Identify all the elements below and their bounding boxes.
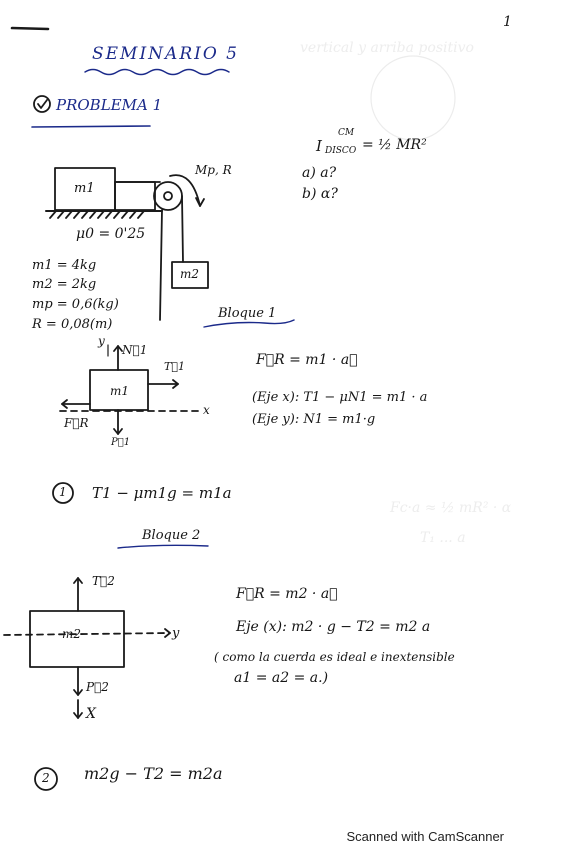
fbd1-n1-label: N⃗1 bbox=[122, 343, 148, 357]
page-number: 1 bbox=[503, 14, 512, 30]
bleed-through-text: Fc·a ≈ ½ mR² · α bbox=[390, 500, 512, 516]
bloque2-axis-x-equation: Eje (x): m2 · g − T2 = m2 a bbox=[236, 619, 431, 635]
fbd2-block-label: m2 bbox=[62, 627, 82, 641]
inertia-subscript: DISCO bbox=[325, 146, 357, 156]
inertia-superscript: CM bbox=[338, 128, 355, 138]
bloque2-fr-equation: F⃗R = m2 · a⃗ bbox=[236, 586, 338, 602]
fbd1-block-label: m1 bbox=[110, 384, 130, 398]
equation2: m2g − T2 = m2a bbox=[84, 764, 223, 783]
inertia-symbol: I bbox=[316, 137, 322, 155]
fbd1-t1-label: T⃗1 bbox=[164, 360, 185, 373]
fbd2-x-label: X bbox=[86, 706, 96, 722]
page-title: SEMINARIO 5 bbox=[92, 44, 240, 64]
scanner-watermark: Scanned with CamScanner bbox=[346, 829, 504, 844]
bloque2-acceleration-equality: a1 = a2 = a.) bbox=[234, 670, 329, 686]
fbd1-y-label: y bbox=[98, 334, 105, 348]
fbd1-fr-label: F⃗R bbox=[64, 416, 89, 430]
given-m1: m1 = 4kg bbox=[32, 258, 97, 273]
bloque1-fr-equation: F⃗R = m1 · a⃗ bbox=[256, 352, 358, 368]
bloque1-axis-x-equation: (Eje x): T1 − μN1 = m1 · a bbox=[252, 390, 428, 405]
friction-coefficient: μ0 = 0'25 bbox=[76, 226, 146, 242]
equation1-number: 1 bbox=[59, 485, 67, 499]
equation1: T1 − μm1g = m1a bbox=[92, 484, 232, 502]
fbd2-p2-label: P⃗2 bbox=[86, 680, 109, 694]
bloque2-heading: Bloque 2 bbox=[142, 528, 201, 543]
block-m2-label: m2 bbox=[180, 267, 200, 281]
bleed-through-text: vertical y arriba positivo bbox=[300, 40, 474, 56]
fbd2-t2-label: T⃗2 bbox=[92, 574, 115, 588]
bloque1-heading: Bloque 1 bbox=[218, 306, 277, 321]
question-a: a) a? bbox=[302, 165, 337, 181]
bleed-through-text: T₁ ... a bbox=[420, 530, 466, 546]
fbd2-y-label: y bbox=[172, 626, 180, 641]
pulley-label: Mp, R bbox=[195, 163, 232, 177]
fbd1-x-label: x bbox=[203, 403, 210, 417]
bloque1-axis-y-equation: (Eje y): N1 = m1·g bbox=[252, 412, 376, 427]
block-m1-label: m1 bbox=[74, 181, 95, 196]
question-b: b) α? bbox=[302, 186, 338, 202]
given-r: R = 0,08(m) bbox=[32, 317, 113, 332]
given-m2: m2 = 2kg bbox=[32, 277, 97, 292]
equation2-number: 2 bbox=[42, 771, 50, 785]
inertia-equation: = ½ MR² bbox=[362, 137, 427, 153]
fbd1-p1-label: P⃗1 bbox=[111, 437, 131, 448]
bloque2-ideal-rope-note: ( como la cuerda es ideal e inextensible bbox=[214, 650, 455, 664]
given-mp: mp = 0,6(kg) bbox=[32, 297, 119, 312]
problem-label: PROBLEMA 1 bbox=[56, 96, 163, 114]
